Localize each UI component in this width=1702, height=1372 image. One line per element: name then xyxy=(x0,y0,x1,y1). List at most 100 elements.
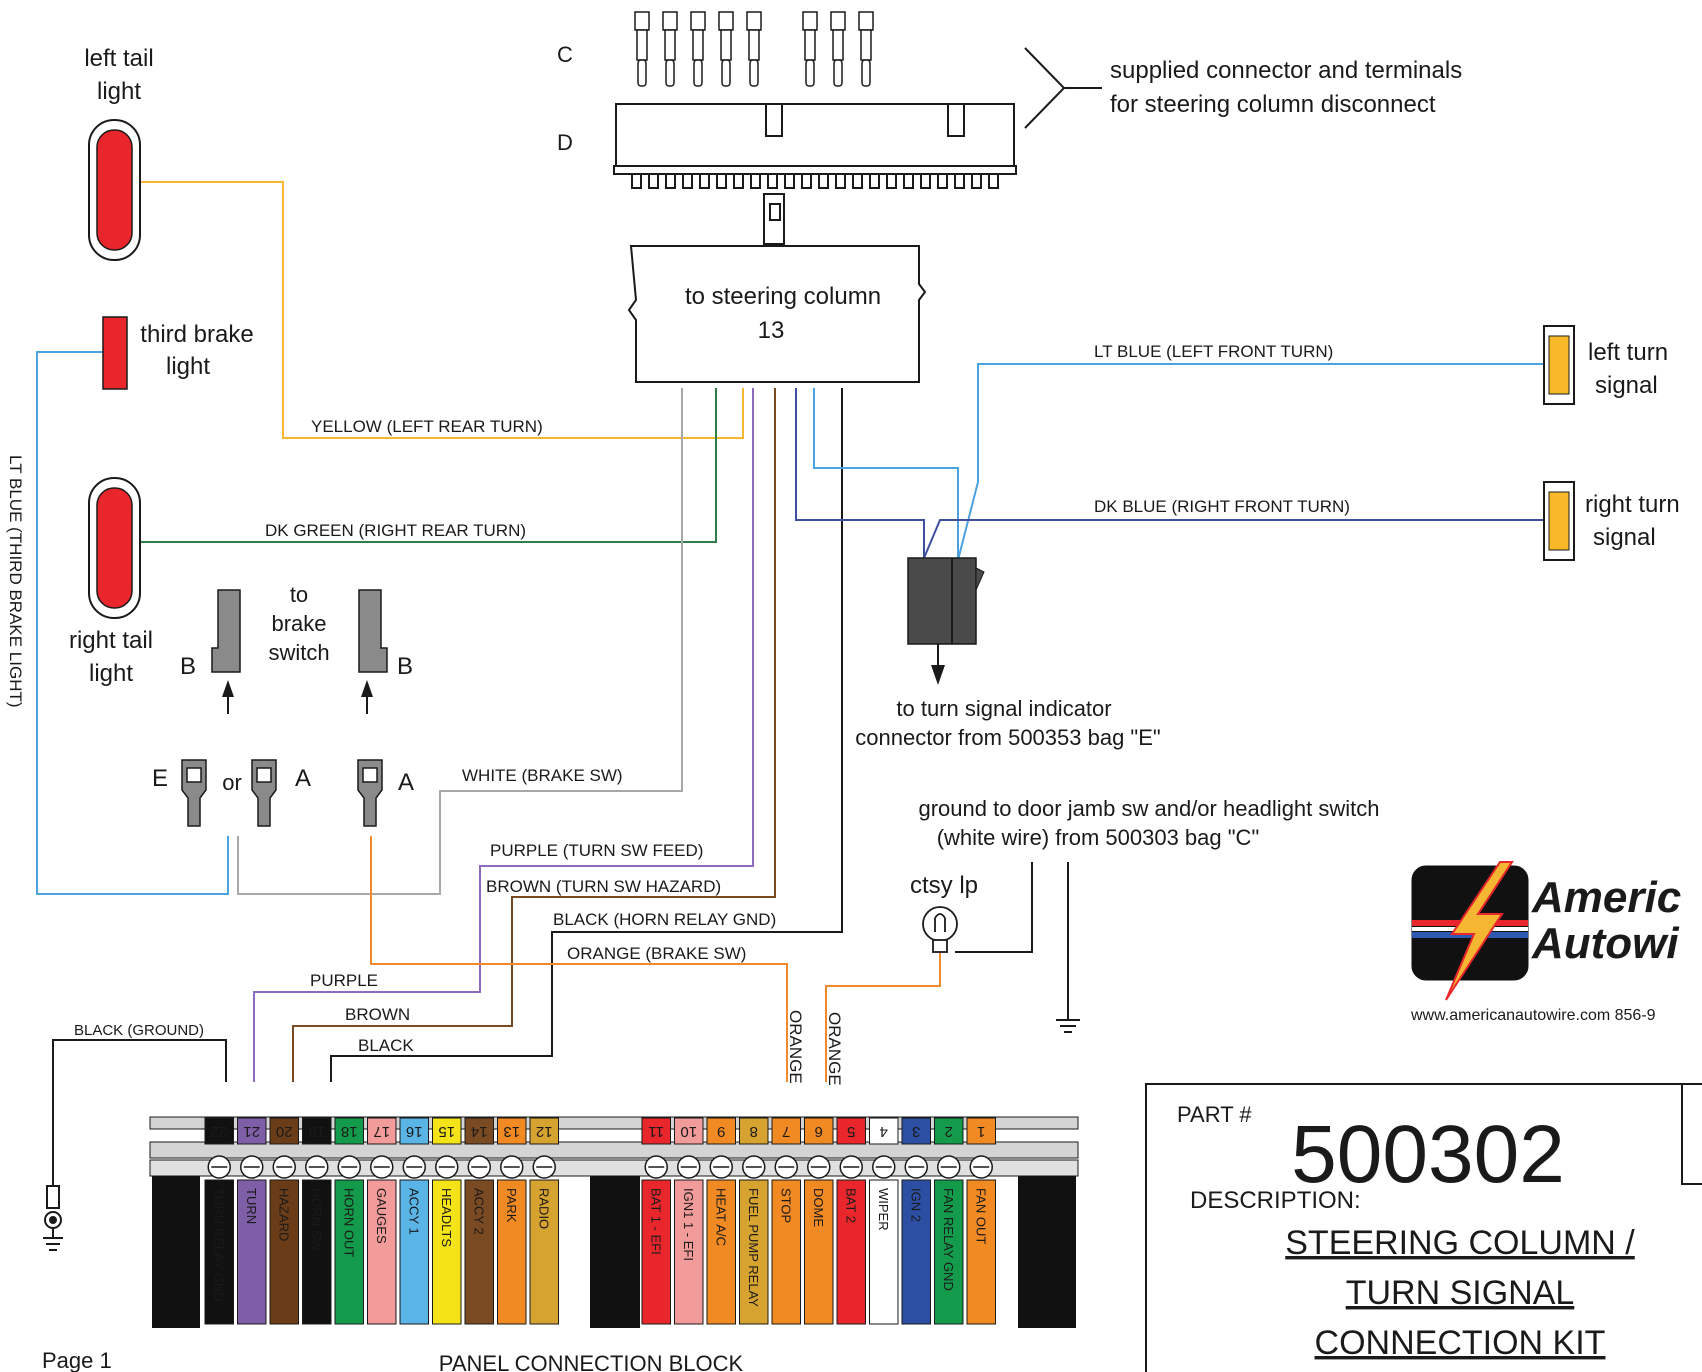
terminal-body xyxy=(302,1179,332,1325)
terminal-number: 1 xyxy=(977,1123,985,1140)
wire-labels: YELLOW (LEFT REAR TURN) DK GREEN (RIGHT … xyxy=(74,342,1350,1086)
terminal-body xyxy=(641,1179,671,1325)
terminal-body xyxy=(269,1179,299,1325)
wire-orange-ctsy xyxy=(825,950,941,1082)
column-terminal-pin xyxy=(690,11,706,87)
terminal-number: 14 xyxy=(471,1123,488,1140)
wire-ctsy-white xyxy=(955,862,1033,953)
wire-label-brown-hazard: BROWN (TURN SW HAZARD) xyxy=(486,877,721,896)
wire-label-purple: PURPLE xyxy=(310,971,378,990)
screw-icon xyxy=(677,1155,701,1179)
logo-text-2: Autowi xyxy=(1531,919,1679,968)
screw-icon xyxy=(774,1155,798,1179)
terminal-number: 5 xyxy=(847,1123,855,1140)
panel-block-label: PANEL CONNECTION BLOCK xyxy=(439,1351,744,1372)
left-turn-label-2: signal xyxy=(1595,372,1658,399)
terminal-tab xyxy=(464,1117,494,1145)
wire-label-brown: BROWN xyxy=(345,1005,410,1024)
wire-label-dk-green: DK GREEN (RIGHT REAR TURN) xyxy=(265,521,526,540)
terminal-tab xyxy=(706,1117,736,1145)
terminal-number: 13 xyxy=(503,1123,520,1140)
terminal-number: 8 xyxy=(750,1123,758,1140)
american-autowire-logo: Americ Autowi xyxy=(1411,861,1681,1001)
disconnect-pin xyxy=(852,173,863,189)
screw-icon xyxy=(644,1155,668,1179)
disconnect-pin xyxy=(733,173,744,189)
part-label: PART # xyxy=(1177,1102,1252,1127)
terminal-tab xyxy=(399,1117,429,1145)
wire-label-orange-brake: ORANGE (BRAKE SW) xyxy=(567,944,746,963)
terminal-number: 3 xyxy=(912,1123,920,1140)
description-label: DESCRIPTION: xyxy=(1190,1187,1361,1214)
conn-d-label: D xyxy=(557,130,573,155)
disconnect-pin xyxy=(648,173,659,189)
terminal-number: 18 xyxy=(341,1123,358,1140)
disconnect-pin xyxy=(869,173,880,189)
description-line-1: STEERING COLUMN / xyxy=(1285,1224,1635,1262)
screw-icon xyxy=(969,1155,993,1179)
ctsy-label: ctsy lp xyxy=(910,872,978,899)
wire-lt-blue-front xyxy=(957,363,1545,561)
screw-icon xyxy=(337,1155,361,1179)
supplied-label-1: supplied connector and terminals xyxy=(1110,57,1462,84)
right-tail-label-2: light xyxy=(89,660,133,687)
wire-label-yellow: YELLOW (LEFT REAR TURN) xyxy=(311,417,543,436)
wire-label-purple-feed: PURPLE (TURN SW FEED) xyxy=(490,841,703,860)
disconnect-pin xyxy=(937,173,948,189)
terminal-tab xyxy=(302,1117,332,1145)
terminal-tab xyxy=(269,1117,299,1145)
screw-icon xyxy=(807,1155,831,1179)
screw-icon xyxy=(709,1155,733,1179)
lt-blue-vertical-label: LT BLUE (THIRD BRAKE LIGHT) xyxy=(6,455,25,708)
terminal-number: 22 xyxy=(211,1123,228,1140)
part-info-box xyxy=(1145,1083,1702,1372)
third-brake-label-1: third brake xyxy=(140,321,253,348)
column-disconnect-connector xyxy=(613,103,1017,245)
conn-c-label: C xyxy=(557,42,573,67)
terminal-body xyxy=(706,1179,736,1325)
wire-label-dk-blue-front: DK BLUE (RIGHT FRONT TURN) xyxy=(1094,497,1350,516)
terminal-tab xyxy=(869,1117,899,1145)
terminal-tab xyxy=(641,1117,671,1145)
terminal-number: 15 xyxy=(438,1123,455,1140)
right-turn-label-1: right turn xyxy=(1585,491,1680,518)
screw-icon xyxy=(240,1155,264,1179)
terminal-body xyxy=(771,1179,801,1325)
terminal-number: 17 xyxy=(373,1123,390,1140)
part-number: 500302 xyxy=(1291,1109,1565,1200)
terminal-number: 16 xyxy=(406,1123,423,1140)
description-line-3: CONNECTION KIT xyxy=(1315,1324,1606,1362)
terminal-tab xyxy=(237,1117,267,1145)
terminal-number: 2 xyxy=(945,1123,953,1140)
wire-purple xyxy=(253,388,754,1082)
terminal-body xyxy=(804,1179,834,1325)
terminal-label: FAN OUT xyxy=(973,1188,988,1244)
disconnect-pin xyxy=(716,173,727,189)
brake-switch-connector-right xyxy=(358,589,388,673)
wire-label-lt-blue-front: LT BLUE (LEFT FRONT TURN) xyxy=(1094,342,1333,361)
ground-label-2: (white wire) from 500303 bag "C" xyxy=(937,825,1260,850)
terminal-body xyxy=(367,1179,397,1325)
